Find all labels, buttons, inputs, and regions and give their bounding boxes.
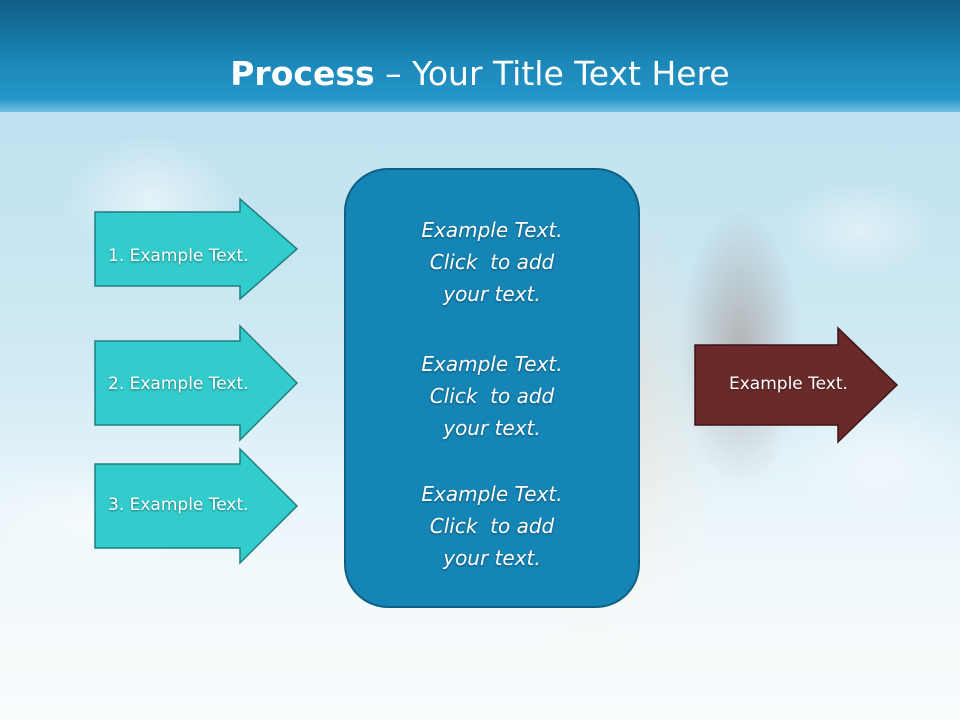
input-arrow-1[interactable] (94, 197, 299, 301)
process-text-2-line-2: Click to add (429, 384, 555, 408)
title-bar: Process – Your Title Text Here (0, 0, 960, 112)
input-arrow-2-label: 2. Example Text. (108, 374, 249, 394)
process-text-1[interactable]: Example Text. Click to add your text. (346, 214, 638, 310)
process-text-1-line-1: Example Text. (421, 218, 563, 242)
process-text-3-line-2: Click to add (429, 514, 555, 538)
process-text-2[interactable]: Example Text. Click to add your text. (346, 348, 638, 444)
process-box[interactable]: Example Text. Click to add your text. Ex… (344, 168, 640, 608)
title-rest: – Your Title Text Here (374, 54, 730, 93)
process-text-3-line-3: your text. (443, 546, 541, 570)
input-arrow-3[interactable] (94, 447, 299, 565)
input-arrow-2[interactable] (94, 324, 299, 442)
output-arrow-label: Example Text. (729, 374, 848, 394)
input-arrow-3-label: 3. Example Text. (108, 495, 249, 515)
process-text-1-line-3: your text. (443, 282, 541, 306)
process-text-2-line-1: Example Text. (421, 352, 563, 376)
input-arrow-1-label: 1. Example Text. (108, 246, 249, 266)
process-text-2-line-3: your text. (443, 416, 541, 440)
process-text-1-line-2: Click to add (429, 250, 555, 274)
slide-title[interactable]: Process – Your Title Text Here (0, 52, 960, 96)
process-text-3[interactable]: Example Text. Click to add your text. (346, 478, 638, 574)
output-arrow[interactable] (694, 326, 899, 444)
title-bold: Process (230, 54, 375, 93)
process-text-3-line-1: Example Text. (421, 482, 563, 506)
